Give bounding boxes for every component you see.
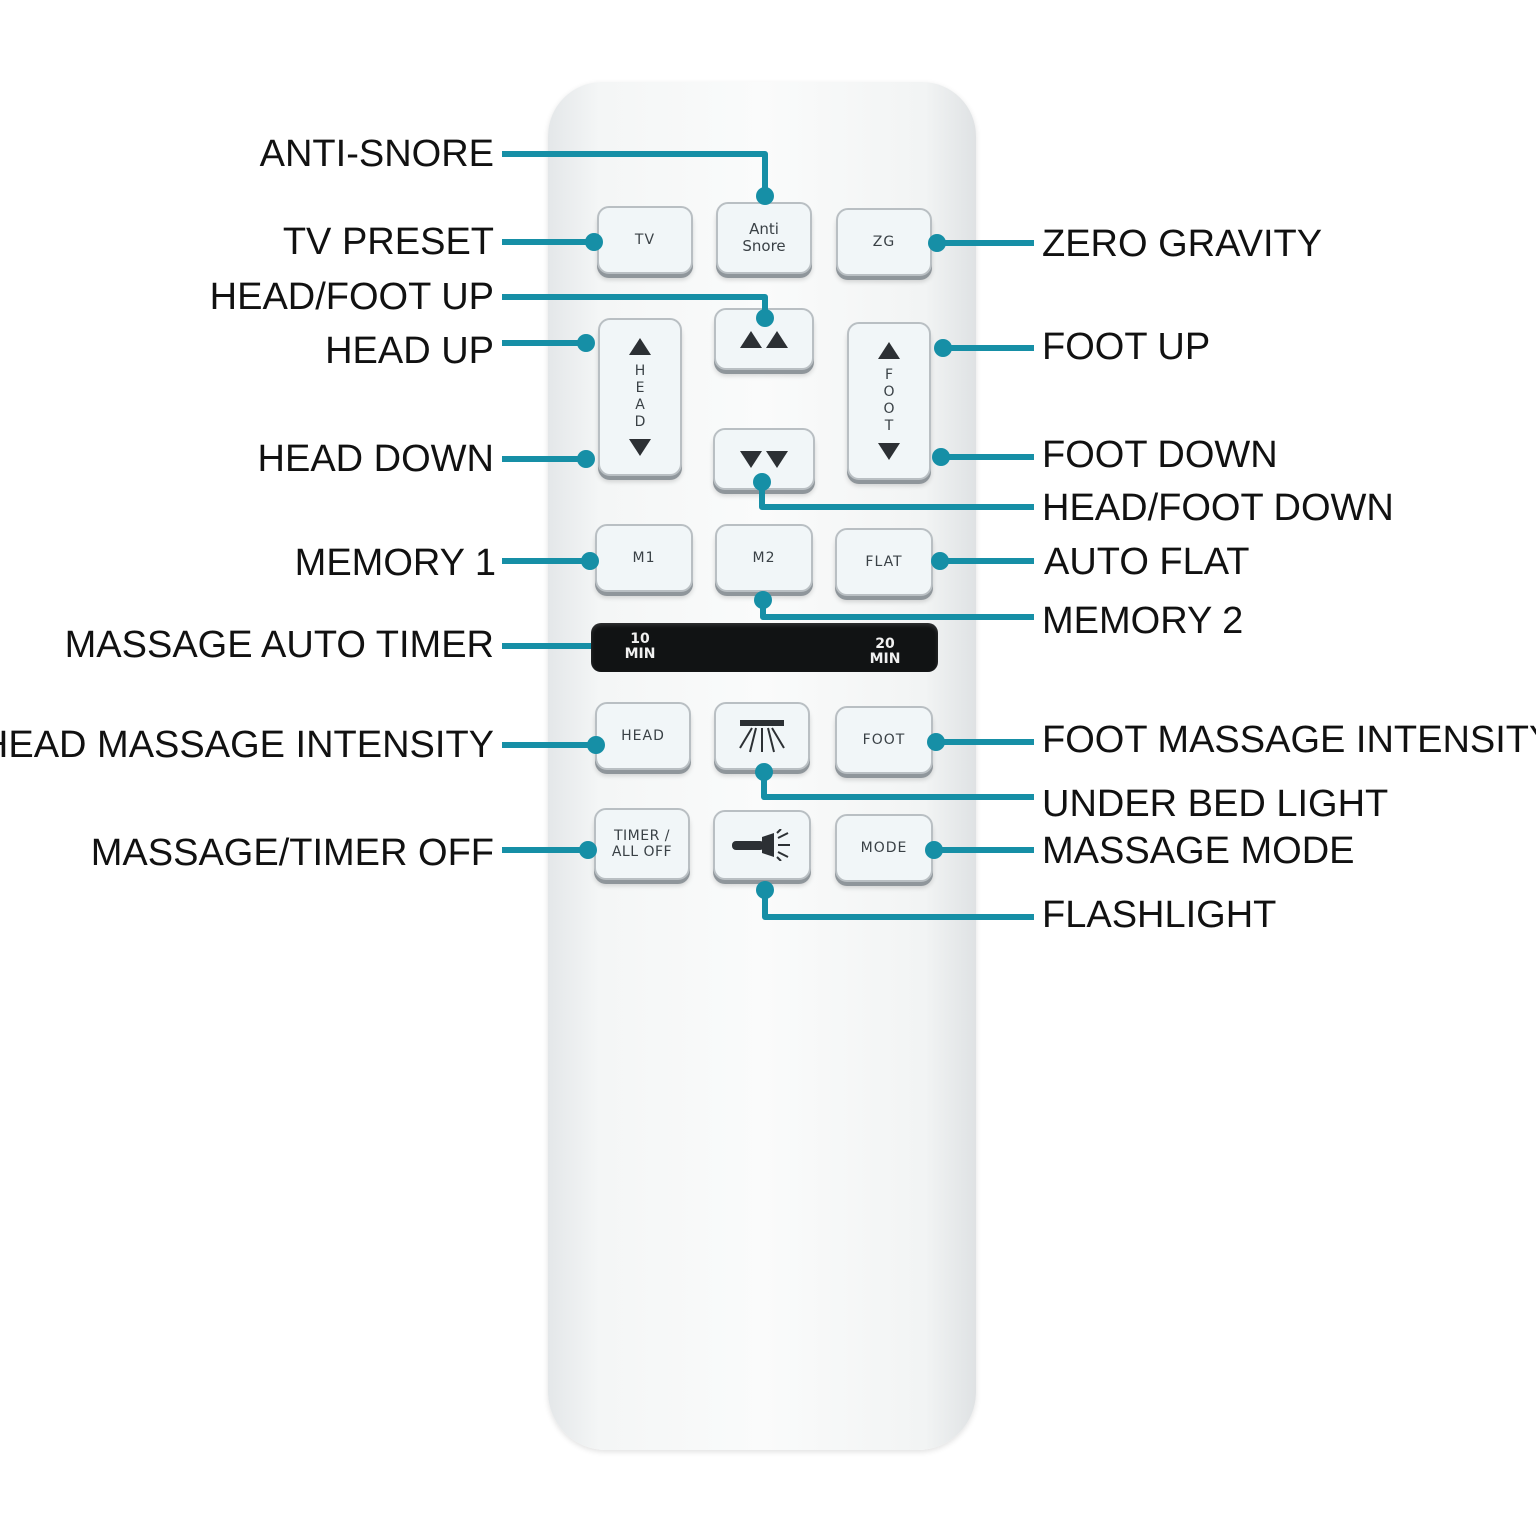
label-under-bed-light: UNDER BED LIGHT [1042,783,1389,825]
tv-button[interactable]: TV [597,206,693,274]
label-head-foot-up: HEAD/FOOT UP [209,276,494,318]
double-down-arrow-icon [740,450,788,468]
foot-massage-label: FOOT [862,731,906,748]
foot-vertical-label: F O O T [883,367,894,435]
label-head-massage-intensity: HEAD MASSAGE INTENSITY [0,724,494,766]
head-letter: E [635,380,645,396]
head-rocker-button[interactable]: H E A D [598,318,682,476]
foot-letter: T [884,418,894,434]
head-foot-down-button[interactable] [713,428,815,490]
massage-mode-button[interactable]: MODE [835,814,933,882]
label-massage-timer-off: MASSAGE/TIMER OFF [90,832,494,874]
memory-1-button[interactable]: M1 [595,524,693,592]
label-head-up: HEAD UP [325,330,494,372]
timer-all-off-button[interactable]: TIMER / ALL OFF [594,808,690,880]
head-letter: A [635,397,645,413]
timer-10-min-label: 10 MIN [618,632,662,662]
timer-right-unit: MIN [869,651,901,667]
label-massage-auto-timer: MASSAGE AUTO TIMER [64,624,494,666]
label-auto-flat: AUTO FLAT [1044,541,1250,583]
foot-rocker-button[interactable]: F O O T [847,322,931,480]
label-head-foot-down: HEAD/FOOT DOWN [1042,487,1394,529]
double-up-arrow-icon [740,330,788,348]
label-memory-2: MEMORY 2 [1042,600,1244,642]
head-vertical-label: H E A D [635,363,646,431]
label-foot-down: FOOT DOWN [1042,434,1278,476]
memory-1-label: M1 [632,549,656,566]
timer-off-label-line2: ALL OFF [611,844,673,860]
memory-2-label: M2 [752,549,776,566]
zero-gravity-button[interactable]: ZG [836,208,932,276]
timer-off-label-line1: TIMER / [614,827,670,844]
head-down-arrow-icon[interactable] [629,439,651,456]
timer-20-min-label: 20 MIN [863,637,907,667]
label-foot-massage-intensity: FOOT MASSAGE INTENSITY [1042,719,1536,761]
foot-letter: F [884,367,894,383]
label-memory-1: MEMORY 1 [294,542,496,584]
label-foot-up: FOOT UP [1042,326,1211,368]
label-flashlight: FLASHLIGHT [1042,894,1277,936]
anti-snore-label-line1: Anti [749,219,779,238]
head-letter: H [634,363,646,379]
head-letter: D [634,414,646,430]
label-zero-gravity: ZERO GRAVITY [1042,223,1323,265]
massage-timer-strip[interactable] [591,623,938,672]
flashlight-icon [732,829,790,861]
tv-button-label: TV [634,231,656,248]
under-bed-light-button[interactable] [714,702,810,770]
foot-down-arrow-icon[interactable] [878,443,900,460]
zero-gravity-label: ZG [872,233,896,250]
label-anti-snore: ANTI-SNORE [259,133,494,175]
label-head-down: HEAD DOWN [257,438,494,480]
head-foot-up-button[interactable] [714,308,814,370]
massage-mode-label: MODE [860,839,908,856]
timer-left-unit: MIN [624,646,656,662]
foot-letter: O [883,384,895,400]
foot-letter: O [883,401,895,417]
timer-right-value: 20 [875,636,895,652]
anti-snore-label-line2: Snore [742,237,786,255]
flat-label: FLAT [865,553,903,570]
head-massage-label: HEAD [621,727,665,744]
under-bed-light-icon [739,720,785,753]
foot-massage-button[interactable]: FOOT [835,706,933,774]
timer-left-value: 10 [630,631,650,647]
label-tv-preset: TV PRESET [282,221,494,263]
anti-snore-button[interactable]: Anti Snore [716,202,812,274]
flat-button[interactable]: FLAT [835,528,933,596]
head-up-arrow-icon[interactable] [629,338,651,355]
flashlight-button[interactable] [713,810,811,880]
foot-up-arrow-icon[interactable] [878,342,900,359]
memory-2-button[interactable]: M2 [715,524,813,592]
label-massage-mode: MASSAGE MODE [1042,830,1355,872]
head-massage-button[interactable]: HEAD [595,702,691,770]
